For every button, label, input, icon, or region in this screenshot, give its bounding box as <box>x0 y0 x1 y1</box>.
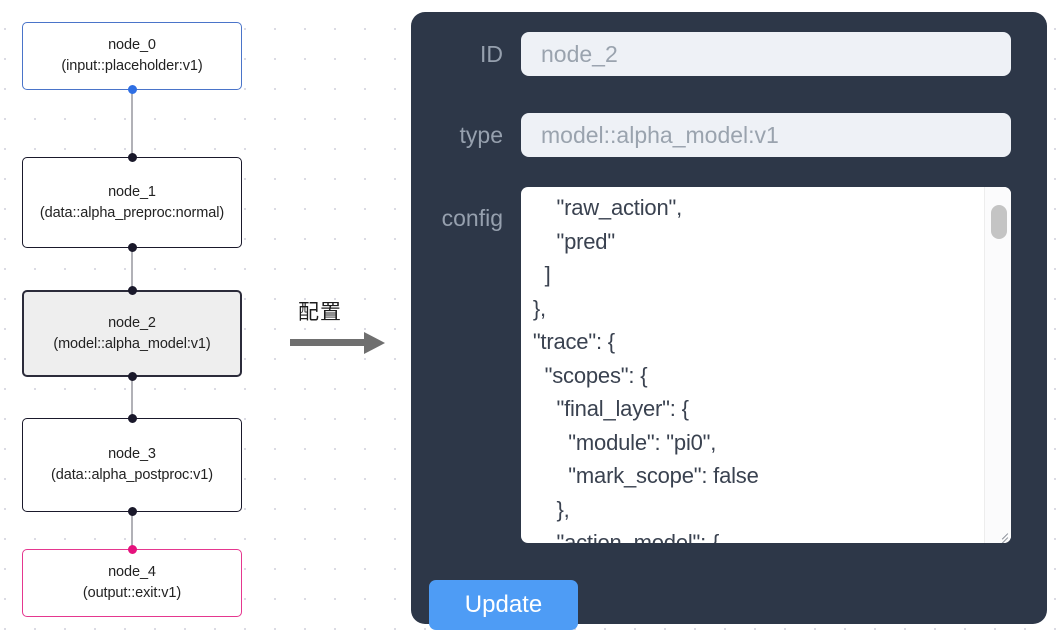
graph-node-node_2[interactable]: node_2 (model::alpha_model:v1) <box>22 286 242 381</box>
node-port-top[interactable] <box>127 414 137 423</box>
node-subtitle: (model::alpha_model:v1) <box>53 335 211 352</box>
node-title: node_2 <box>108 314 156 331</box>
node-label: node_4 (output::exit:v1) <box>83 562 181 604</box>
node-port-bottom[interactable] <box>127 507 137 516</box>
edge-node1-node2 <box>131 248 133 290</box>
config-scrollbar-thumb[interactable] <box>991 205 1007 239</box>
arrow-head <box>364 332 385 354</box>
node-label: node_1 (data::alpha_preproc:normal) <box>40 182 224 224</box>
node-label: node_0 (input::placeholder:v1) <box>61 35 202 77</box>
resize-handle-icon[interactable] <box>992 524 1009 543</box>
right-arrow-icon <box>290 332 390 354</box>
node-port-bottom[interactable] <box>127 372 137 381</box>
transition-annotation: 配置 <box>290 296 395 366</box>
node-title: node_4 <box>108 564 156 580</box>
edge-node0-node1 <box>131 90 133 157</box>
node-title: node_3 <box>108 446 156 462</box>
id-field-label: ID <box>480 40 503 67</box>
node-port-bottom[interactable] <box>127 243 137 252</box>
node-port-top[interactable] <box>127 286 137 295</box>
field-row-id: ID <box>411 32 1011 76</box>
node-title: node_1 <box>108 183 156 200</box>
node-port-bottom[interactable] <box>127 85 137 94</box>
graph-node-node_0[interactable]: node_0 (input::placeholder:v1) <box>22 22 242 94</box>
node-subtitle: (data::alpha_preproc:normal) <box>39 204 225 221</box>
node-label: node_2 (model::alpha_model:v1) <box>53 313 210 355</box>
node-graph-canvas[interactable]: node_0 (input::placeholder:v1) node_1 (d… <box>0 0 396 643</box>
field-row-config: config "raw_action", "pred" ] }, "trace"… <box>411 187 1011 543</box>
node-title: node_0 <box>108 37 156 53</box>
id-input[interactable] <box>521 32 1011 76</box>
edge-node2-node3 <box>131 377 133 418</box>
node-port-top[interactable] <box>127 153 137 162</box>
update-button[interactable]: Update <box>429 580 578 630</box>
node-config-panel: ID type config "raw_action", "pred" ] },… <box>411 12 1047 630</box>
config-field-label: config <box>441 205 503 231</box>
type-input[interactable] <box>521 113 1011 157</box>
graph-node-node_3[interactable]: node_3 (data::alpha_postproc:v1) <box>22 414 242 516</box>
config-scrollbar[interactable] <box>984 187 1011 543</box>
node-subtitle: (output::exit:v1) <box>82 585 182 601</box>
node-subtitle: (input::placeholder:v1) <box>61 58 203 74</box>
type-field-label: type <box>459 121 503 148</box>
node-subtitle: (data::alpha_postproc:v1) <box>51 467 213 483</box>
config-textarea-wrapper[interactable]: "raw_action", "pred" ] }, "trace": { "sc… <box>521 187 1011 543</box>
graph-node-node_1[interactable]: node_1 (data::alpha_preproc:normal) <box>22 153 242 252</box>
graph-node-node_4[interactable]: node_4 (output::exit:v1) <box>22 545 242 617</box>
edge-node3-node4 <box>131 512 133 549</box>
node-port-top[interactable] <box>127 545 137 554</box>
field-row-type: type <box>411 113 1011 157</box>
config-textarea[interactable]: "raw_action", "pred" ] }, "trace": { "sc… <box>532 195 759 543</box>
arrow-shaft <box>290 339 366 346</box>
transition-label: 配置 <box>298 300 342 324</box>
node-label: node_3 (data::alpha_postproc:v1) <box>51 444 213 486</box>
